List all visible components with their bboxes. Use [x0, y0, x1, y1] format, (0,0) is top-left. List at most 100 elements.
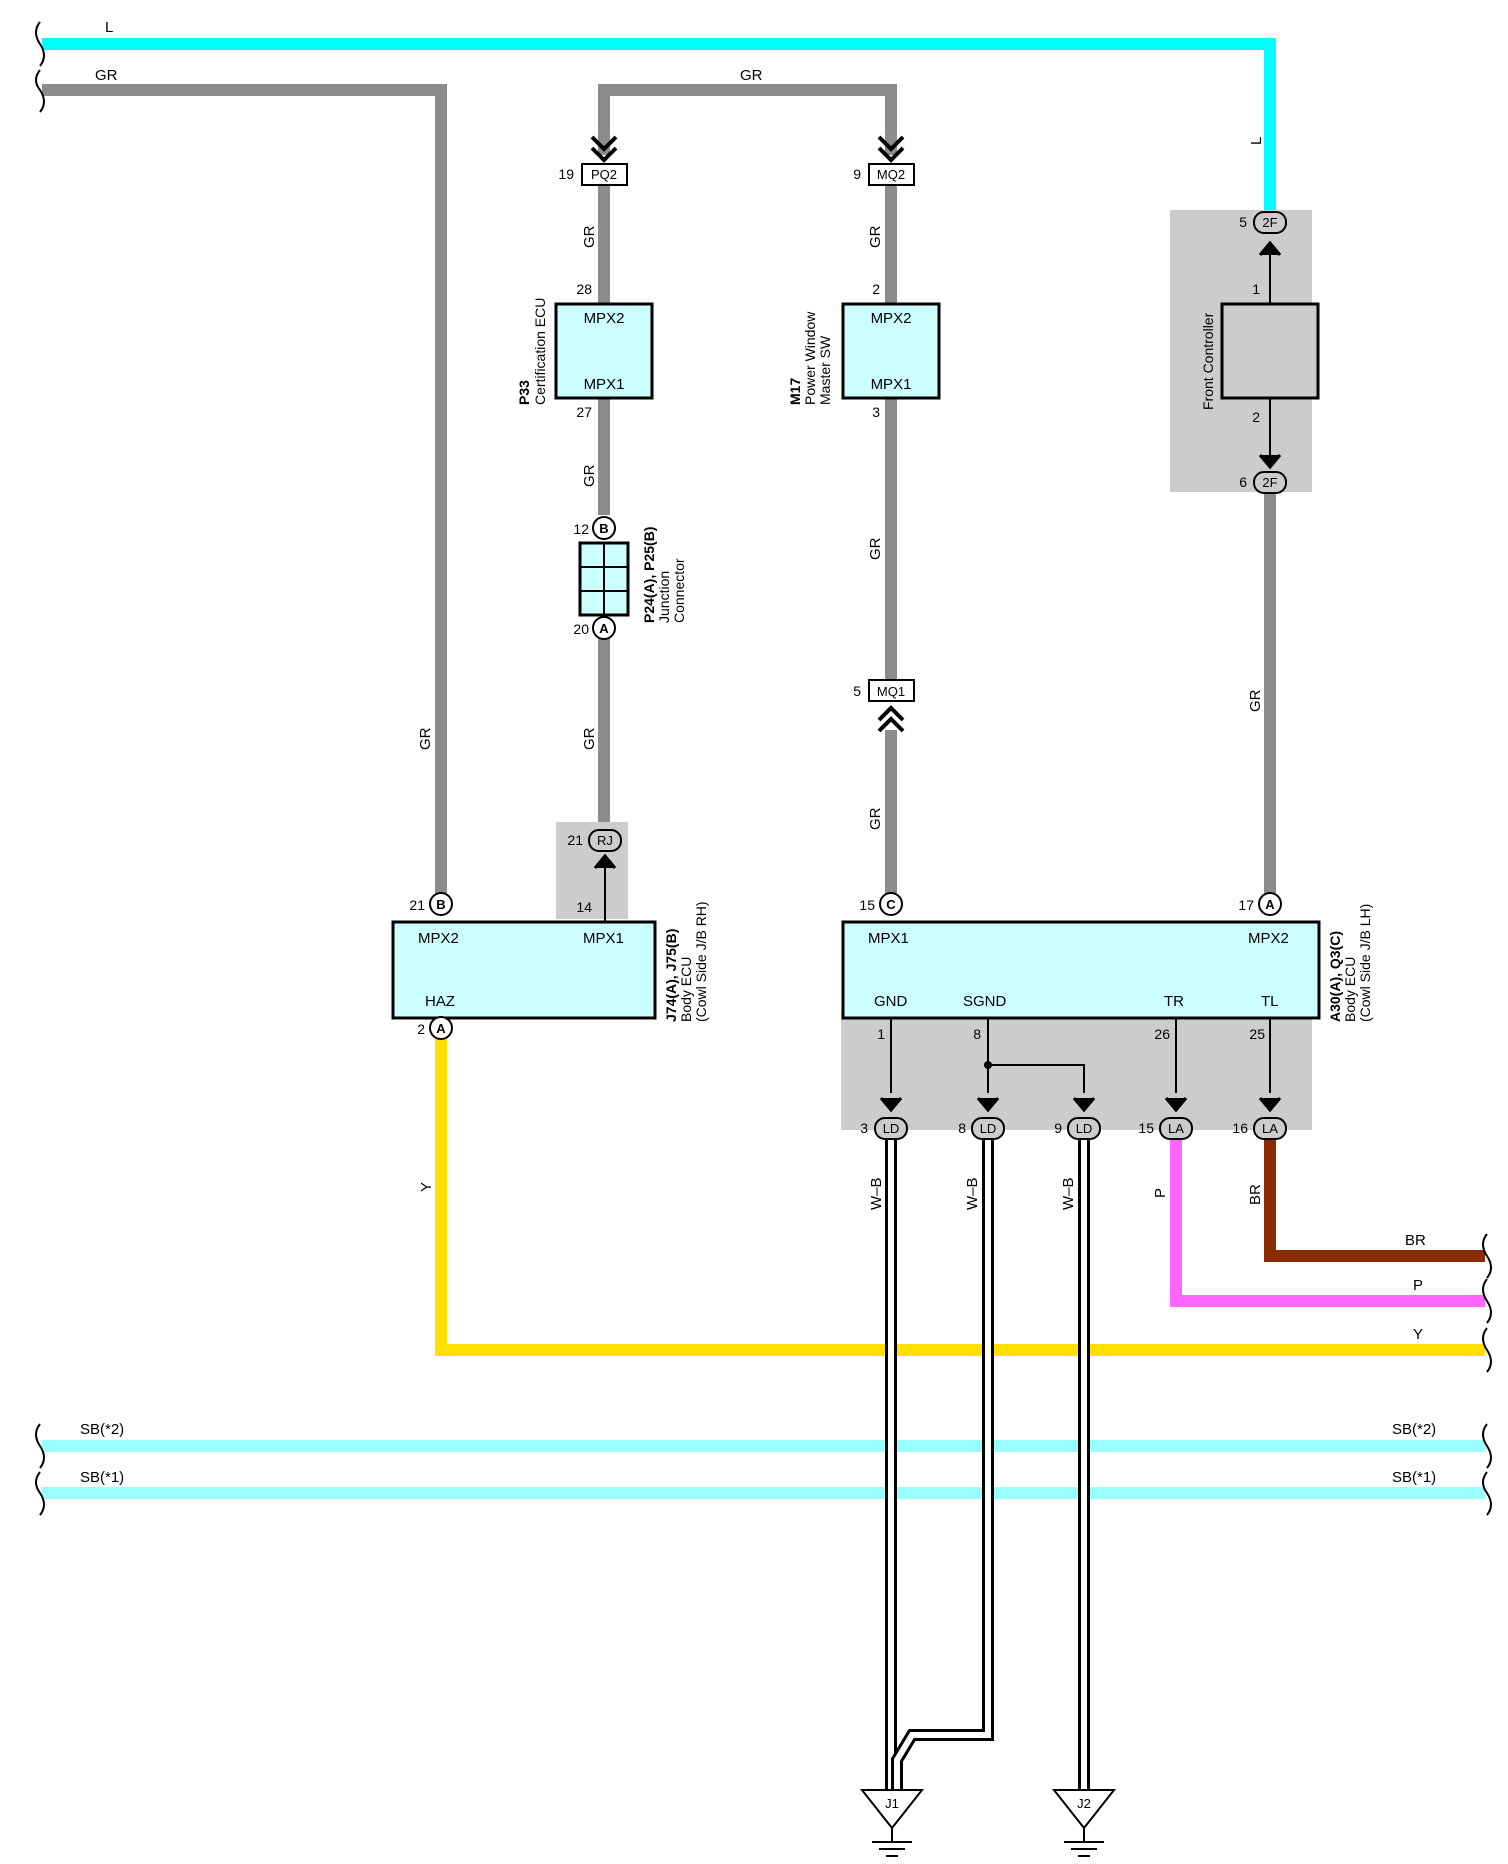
connector-mq1: MQ1 5 — [853, 679, 915, 733]
wire-br — [1264, 1130, 1485, 1262]
svg-text:16: 16 — [1232, 1120, 1248, 1136]
svg-text:19: 19 — [558, 166, 574, 182]
svg-text:J74(A), J75(B): J74(A), J75(B) — [663, 929, 679, 1022]
svg-text:Junction: Junction — [656, 571, 672, 623]
label-p-right: P — [1413, 1277, 1423, 1294]
svg-text:3: 3 — [872, 404, 880, 420]
label-y-right: Y — [1413, 1326, 1423, 1343]
svg-text:B: B — [599, 521, 608, 536]
connector-ld9: LD 9 — [1054, 1097, 1101, 1140]
svg-text:LA: LA — [1262, 1121, 1278, 1136]
label-gr-cert-1: GR — [581, 225, 598, 248]
svg-text:B: B — [436, 897, 445, 912]
svg-text:J2: J2 — [1077, 1796, 1091, 1811]
svg-text:TL: TL — [1261, 993, 1279, 1010]
label-gr-cert-3: GR — [581, 727, 598, 750]
svg-text:LD: LD — [883, 1121, 900, 1136]
svg-text:8: 8 — [973, 1026, 981, 1042]
svg-text:9: 9 — [1054, 1120, 1062, 1136]
label-l-vertical: L — [1248, 137, 1265, 145]
svg-text:A: A — [436, 1021, 446, 1036]
front-controller: 1 2 Front Controller — [1200, 250, 1320, 455]
connector-la16: LA 16 — [1232, 1097, 1287, 1140]
svg-text:P24(A), P25(B): P24(A), P25(B) — [641, 527, 657, 623]
svg-text:15: 15 — [1138, 1120, 1154, 1136]
svg-text:TR: TR — [1164, 993, 1184, 1010]
label-l-top: L — [105, 19, 113, 36]
svg-text:LA: LA — [1168, 1121, 1184, 1136]
svg-text:8: 8 — [958, 1120, 966, 1136]
svg-text:20: 20 — [573, 621, 589, 637]
svg-text:MPX2: MPX2 — [584, 310, 625, 327]
svg-text:5: 5 — [853, 683, 861, 699]
svg-text:12: 12 — [573, 521, 589, 537]
svg-text:Master SW: Master SW — [817, 335, 833, 405]
svg-text:5: 5 — [1239, 214, 1247, 230]
svg-text:SGND: SGND — [963, 993, 1007, 1010]
power-window-master-sw: MPX2 MPX1 2 3 M17 Power Window Master SW — [787, 281, 941, 420]
connector-ld8: LD 8 — [958, 1097, 1005, 1140]
svg-text:Body ECU: Body ECU — [1342, 957, 1358, 1022]
svg-text:A: A — [1265, 897, 1275, 912]
label-br-right: BR — [1405, 1232, 1426, 1249]
label-gr-fc: GR — [1247, 689, 1264, 712]
connector-la15: LA 15 — [1138, 1097, 1193, 1140]
svg-text:21: 21 — [567, 832, 583, 848]
svg-text:MPX1: MPX1 — [868, 930, 909, 947]
svg-text:RJ: RJ — [597, 833, 613, 848]
connector-2f-top: 2F 5 — [1239, 211, 1287, 256]
svg-text:17: 17 — [1238, 897, 1254, 913]
ground-j2: J2 — [1051, 1789, 1117, 1857]
svg-text:J1: J1 — [885, 1796, 899, 1811]
connector-pq2: PQ2 19 — [558, 135, 628, 186]
label-br-vert: BR — [1247, 1184, 1264, 1205]
svg-text:26: 26 — [1154, 1026, 1170, 1042]
body-ecu-lh: C 15 A 17 MPX1 MPX2 GND SGND TR TL A30(A… — [841, 892, 1373, 1093]
wire-break-marks — [35, 21, 1492, 1516]
svg-text:15: 15 — [859, 897, 875, 913]
svg-text:27: 27 — [576, 404, 592, 420]
svg-text:3: 3 — [860, 1120, 868, 1136]
svg-text:M17: M17 — [787, 378, 803, 405]
label-sb1-left: SB(*1) — [80, 1469, 124, 1486]
label-gr-pw-2: GR — [867, 537, 884, 560]
svg-text:(Cowl Side J/B LH): (Cowl Side J/B LH) — [1357, 904, 1373, 1022]
label-sb1-right: SB(*1) — [1392, 1469, 1436, 1486]
body-ecu-lh-shade — [841, 1012, 1312, 1130]
label-gr-top-left: GR — [95, 67, 118, 84]
label-sb2-right: SB(*2) — [1392, 1421, 1436, 1438]
wire-gr-left — [42, 84, 447, 893]
connector-2f-bottom: 2F 6 — [1239, 454, 1287, 494]
svg-text:2: 2 — [872, 281, 880, 297]
svg-text:LD: LD — [1076, 1121, 1093, 1136]
wire-wb-ld8 — [891, 1140, 994, 1790]
svg-text:1: 1 — [1252, 281, 1260, 297]
label-p-vert: P — [1152, 1188, 1169, 1198]
label-wb-2: W–B — [964, 1177, 981, 1210]
svg-text:P33: P33 — [516, 380, 532, 405]
svg-text:25: 25 — [1249, 1026, 1265, 1042]
svg-text:21: 21 — [409, 897, 425, 913]
svg-text:PQ2: PQ2 — [591, 167, 617, 182]
svg-text:C: C — [886, 897, 896, 912]
wire-gr-top — [598, 84, 897, 155]
wire-y — [435, 1038, 1485, 1356]
svg-text:(Cowl Side J/B RH): (Cowl Side J/B RH) — [693, 901, 709, 1022]
svg-text:Power Window: Power Window — [802, 311, 818, 405]
label-gr-cert-2: GR — [581, 464, 598, 487]
certification-ecu: MPX2 MPX1 28 27 P33 Certification ECU — [516, 281, 654, 420]
svg-text:MQ1: MQ1 — [877, 684, 905, 699]
junction-connector: B 12 A 20 P24(A), P25(B) Junction Connec… — [573, 516, 687, 640]
body-ecu-rh: B 21 MPX2 MPX1 HAZ 14 A 2 J74(A), J75(B)… — [391, 892, 709, 1040]
svg-text:MQ2: MQ2 — [877, 167, 905, 182]
label-sb2-left: SB(*2) — [80, 1421, 124, 1438]
svg-text:28: 28 — [576, 281, 592, 297]
svg-text:MPX2: MPX2 — [418, 930, 459, 947]
label-gr-pw-1: GR — [867, 225, 884, 248]
label-gr-top-mid: GR — [740, 67, 763, 84]
svg-text:6: 6 — [1239, 474, 1247, 490]
connector-mq2: MQ2 9 — [853, 135, 915, 186]
label-wb-3: W–B — [1060, 1177, 1077, 1210]
svg-text:Connector: Connector — [671, 558, 687, 623]
